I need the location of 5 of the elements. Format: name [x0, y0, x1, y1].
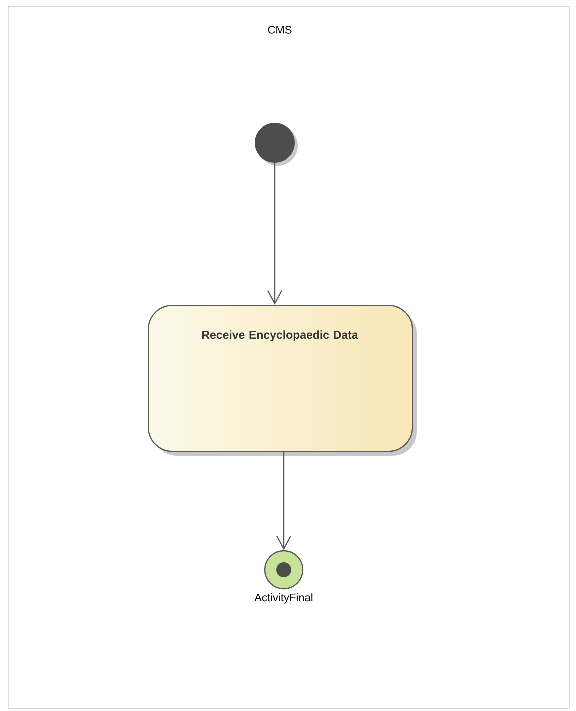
arrow — [276, 452, 292, 550]
node-label: ActivityFinal — [254, 594, 313, 604]
initial-node — [255, 123, 298, 166]
arrow — [267, 163, 283, 305]
action-box: Receive Encyclopaedic Data — [148, 305, 417, 456]
